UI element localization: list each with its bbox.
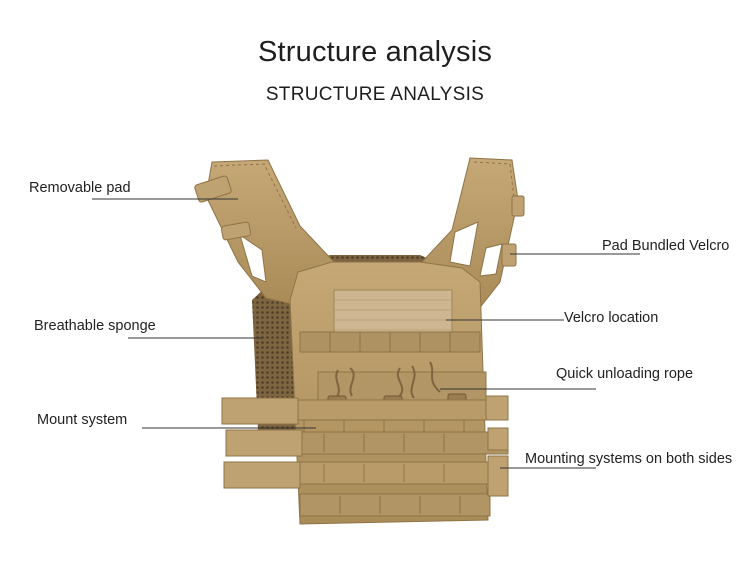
page-subtitle: STRUCTURE ANALYSIS	[265, 84, 485, 105]
molle-webbing-rows	[221, 395, 509, 517]
quick-unloading-rope	[335, 361, 441, 399]
callout-breathable-sponge: Breathable sponge	[34, 318, 156, 334]
front-plate-panel	[289, 261, 489, 525]
page-title: Structure analysis	[257, 36, 493, 68]
callout-mounting-systems-both-sides: Mounting systems on both sides	[525, 451, 733, 467]
callout-lines	[92, 198, 640, 469]
callout-velcro-location: Velcro location	[564, 310, 659, 326]
callout-mount-system: Mount system	[37, 412, 128, 428]
callout-pad-bundled-velcro: Pad Bundled Velcro	[602, 238, 730, 254]
pad-bundled-velcro-tabs	[501, 195, 525, 267]
left-shoulder-strap	[205, 159, 335, 307]
callout-removable-pad: Removable pad	[29, 180, 131, 196]
callout-quick-unloading-rope: Quick unloading rope	[556, 366, 694, 382]
removable-pad-tabs	[194, 175, 252, 241]
